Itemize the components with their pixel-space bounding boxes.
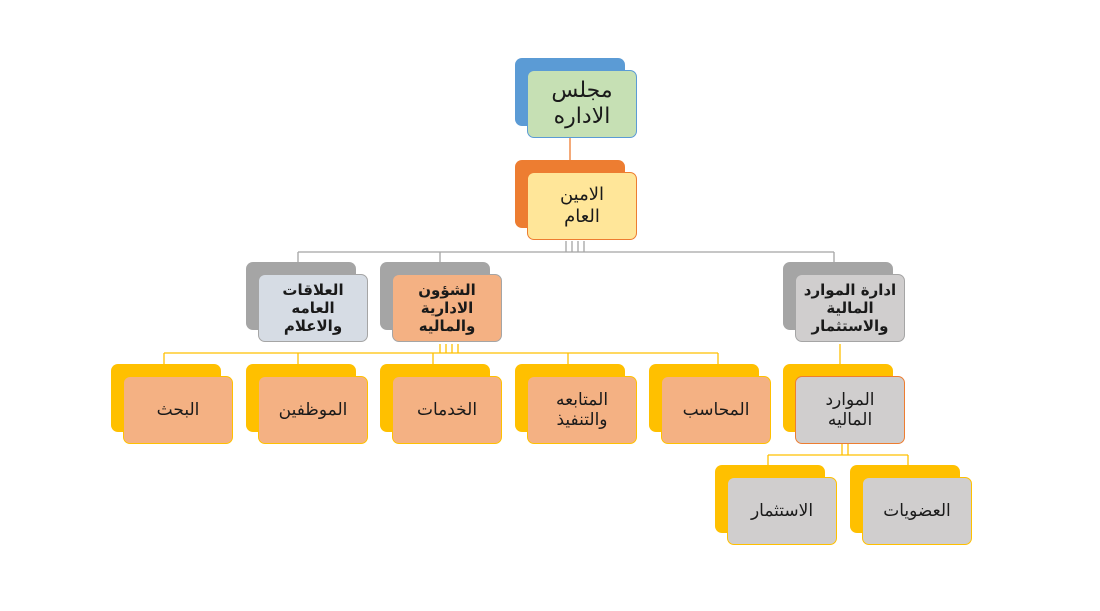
- node-employees: الموظفين: [246, 364, 368, 446]
- node-services: الخدمات: [380, 364, 502, 446]
- node-financial-resources: الموارد الماليه: [783, 364, 905, 446]
- node-resources-investment: ادارة الموارد المالية والاستثمار: [783, 262, 905, 344]
- node-public-relations: العلاقات العامه والاعلام: [246, 262, 368, 344]
- node-followup: المتابعه والتنفيذ: [515, 364, 637, 446]
- node-investment: الاستثمار: [715, 465, 837, 547]
- node-research: البحث: [111, 364, 233, 446]
- node-memberships: العضويات: [850, 465, 972, 547]
- node-board: مجلس الاداره: [515, 58, 637, 140]
- node-accountant: المحاسب: [649, 364, 771, 446]
- node-secretary-general: الامين العام: [515, 160, 637, 242]
- node-admin-finance: الشؤون الادارية والماليه: [380, 262, 502, 344]
